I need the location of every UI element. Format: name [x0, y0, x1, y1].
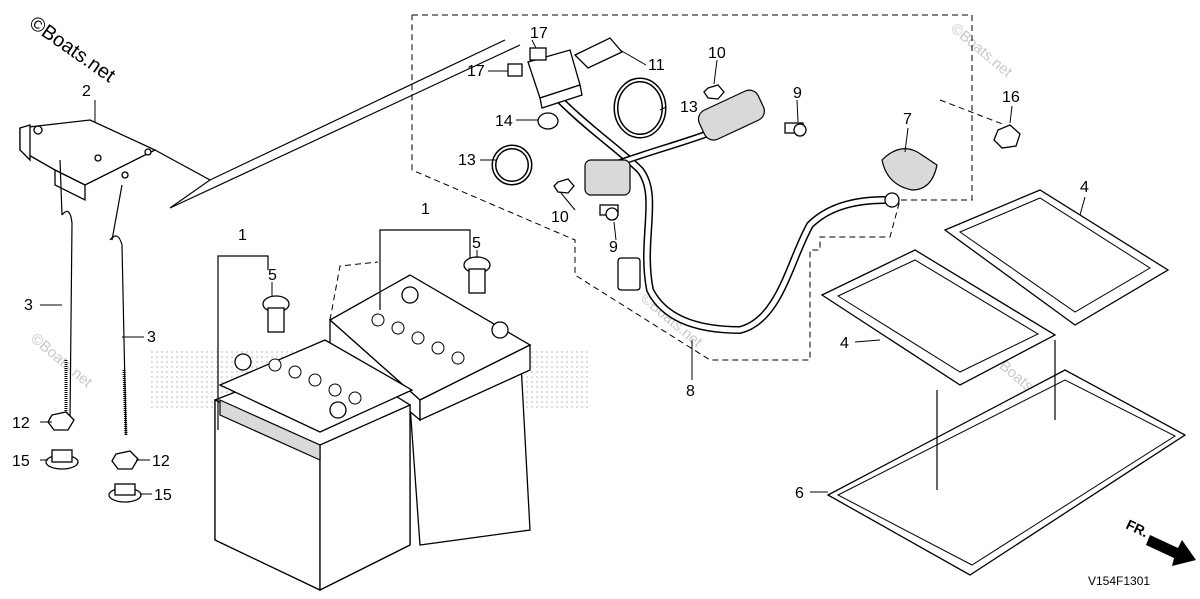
callout-leaders — [40, 39, 1086, 495]
fuse-box — [527, 49, 583, 109]
callout-12-left: 12 — [12, 415, 30, 432]
fuse-17-lower — [507, 63, 523, 77]
callout-15-right: 15 — [154, 487, 172, 504]
ring-terminal — [884, 192, 900, 208]
callout-13-upper: 13 — [680, 99, 698, 116]
clamp-13-upper — [613, 77, 667, 139]
nut-12-right — [111, 450, 139, 470]
callout-3-right: 3 — [147, 329, 156, 346]
callout-1-rear: 1 — [421, 201, 430, 218]
callout-4-right: 4 — [1080, 179, 1089, 196]
diagram-code: V154F1301 — [1088, 574, 1150, 588]
grommet-14 — [537, 112, 559, 130]
callout-10-upper: 10 — [708, 45, 726, 62]
harness-boot — [697, 89, 765, 141]
callout-7: 7 — [903, 111, 912, 128]
callout-3-left: 3 — [24, 297, 33, 314]
terminal-cap-5-rear — [463, 256, 491, 294]
terminal-cover-7 — [881, 148, 938, 191]
callout-14: 14 — [495, 113, 513, 130]
dashed-group-outline-harness — [411, 14, 973, 361]
hold-down-rod-right — [109, 235, 128, 436]
callout-17-upper: 17 — [530, 25, 548, 42]
watermark-logo: ©Boats.net — [25, 12, 119, 87]
battery-front — [214, 339, 414, 592]
callout-8: 8 — [686, 383, 695, 400]
callout-16: 16 — [1002, 89, 1020, 106]
battery-tray-4-left — [820, 249, 1057, 386]
callout-9-right: 9 — [793, 85, 802, 102]
callout-9-lower: 9 — [609, 239, 618, 256]
callout-6: 6 — [795, 485, 804, 502]
callout-13-lower: 13 — [458, 152, 476, 169]
clamp-13-lower — [491, 144, 533, 186]
nut-16 — [993, 124, 1021, 149]
nut-10-upper — [703, 84, 725, 100]
callout-12-right: 12 — [152, 453, 170, 470]
cover-11 — [573, 37, 624, 69]
front-direction-indicator: FR. — [1124, 516, 1196, 566]
battery-bracket — [19, 119, 157, 202]
front-label: FR. — [1124, 516, 1151, 540]
callout-4-left: 4 — [840, 335, 849, 352]
watermark-faint-1: ©Boats.net — [947, 20, 1016, 81]
leader-battery-rear — [379, 229, 471, 310]
terminal-cap-5-front — [262, 295, 290, 333]
flange-nut-15-left — [45, 449, 79, 470]
dashed-group-outline-tray — [939, 99, 1006, 126]
callout-2: 2 — [82, 83, 91, 100]
front-arrow-icon — [1146, 535, 1196, 566]
hold-down-rod-left — [61, 210, 73, 425]
battery-tray-4-right — [943, 189, 1170, 326]
flange-nut-15-right — [108, 483, 142, 503]
fuse-17-upper — [529, 47, 547, 61]
callout-5-rear: 5 — [472, 235, 481, 252]
bolt-9-lower — [599, 204, 619, 221]
watermark-faint-2: ©Boats.net — [27, 330, 96, 391]
callout-10-lower: 10 — [551, 209, 569, 226]
callout-11: 11 — [648, 57, 665, 74]
harness-connector-lower — [617, 257, 641, 291]
leader-bracket-harness — [154, 44, 521, 209]
callout-17-lower: 17 — [467, 63, 485, 80]
leader-battery-front — [217, 255, 269, 430]
harness-junction — [584, 159, 631, 196]
bolt-9-right — [784, 122, 807, 137]
battery-base-plate-6 — [826, 369, 1187, 576]
callout-5-front: 5 — [268, 267, 277, 284]
callout-15-left: 15 — [12, 453, 30, 470]
nut-10-lower — [553, 178, 575, 194]
callout-1-front: 1 — [238, 227, 247, 244]
